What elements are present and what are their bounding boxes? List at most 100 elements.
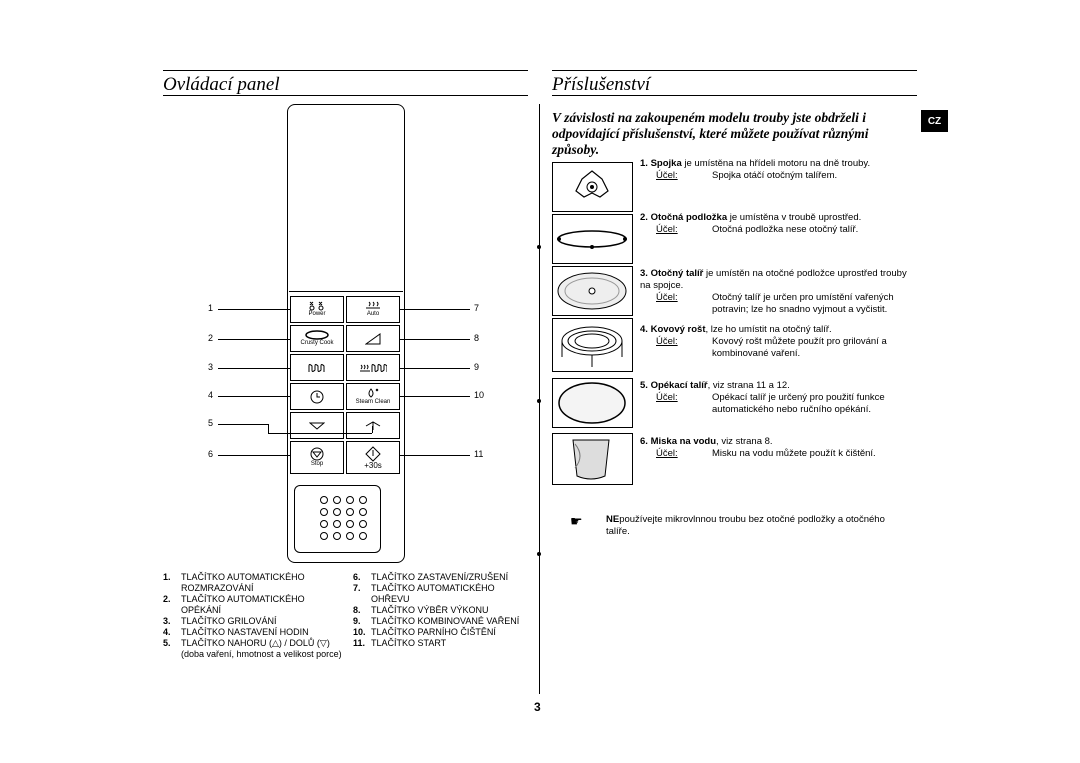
page-number: 3: [534, 700, 541, 714]
plus30s-label: +30s: [364, 461, 382, 470]
legend-text: TLAČÍTKO NASTAVENÍ HODIN: [181, 627, 309, 637]
acc-name: Otočný talíř: [650, 268, 704, 279]
legend-item: 9.TLAČÍTKO KOMBINOVANÉ VAŘENÍ: [353, 616, 533, 627]
speaker-hole: [320, 532, 328, 540]
auto-reheat-button[interactable]: Auto: [346, 296, 400, 323]
legend-num: 5.: [163, 638, 171, 648]
acc-desc: je umístěna na hřídeli motoru na dně tro…: [681, 158, 871, 169]
legend-text: TLAČÍTKO PARNÍHO ČIŠTĚNÍ: [371, 627, 496, 637]
use-text: Otočný talíř je určen pro umístění vařen…: [712, 292, 894, 315]
control-panel-title: Ovládací panel: [163, 74, 280, 95]
legend-text: TLAČÍTKO GRILOVÁNÍ: [181, 616, 277, 626]
legend-num: 4.: [163, 627, 171, 637]
acc-desc: , viz strana 8.: [716, 436, 773, 447]
combi-button[interactable]: [346, 354, 400, 381]
legend-item: 8.TLAČÍTKO VÝBĚR VÝKONU: [353, 605, 533, 616]
start-icon: [365, 446, 381, 462]
acc-name: Kovový rošt: [650, 324, 706, 335]
power-label: Power: [308, 311, 326, 317]
acc-name: Opékací talíř: [650, 380, 708, 391]
acc-name: Miska na vodu: [650, 436, 717, 447]
turntable-image: [552, 266, 633, 316]
pointing-hand-icon: ☛: [570, 513, 583, 529]
crusty-plate-icon: [558, 382, 626, 424]
legend-item: 3.TLAČÍTKO GRILOVÁNÍ: [163, 616, 343, 627]
crusty-plate-icon: [305, 330, 329, 340]
accessory-1: 1. Spojka je umístěna na hřídeli motoru …: [640, 158, 910, 182]
clock-button[interactable]: [290, 383, 344, 410]
acc-name: Spojka: [650, 158, 682, 169]
accessory-6: 6. Miska na vodu, viz strana 8. Účel:Mis…: [640, 436, 910, 460]
legend-num: 1.: [163, 572, 171, 582]
legend-text: TLAČÍTKO VÝBĚR VÝKONU: [371, 605, 489, 615]
divider-dot: [537, 399, 541, 403]
callout-10: 10: [474, 390, 485, 400]
callout-11: 11: [474, 449, 484, 459]
clock-icon: [310, 390, 324, 403]
ramp-icon: [365, 332, 381, 344]
callout-line-2: [218, 339, 290, 340]
accessory-use: Účel: Otočný talíř je určen pro umístění …: [640, 292, 910, 316]
callout-6: 6: [208, 449, 214, 459]
coupler-image: [552, 162, 633, 212]
auto-defrost-button[interactable]: Power: [290, 296, 344, 323]
use-label: Účel:: [656, 170, 678, 181]
accessory-title: 2. Otočná podložka je umístěna v troubě …: [640, 212, 910, 224]
legend-num: 10.: [353, 627, 366, 637]
accessory-4: 4. Kovový rošt, lze ho umístit na otočný…: [640, 324, 910, 360]
speaker-hole: [346, 496, 354, 504]
grill-button[interactable]: [290, 354, 344, 381]
turntable-note: NEpoužívejte mikrovlnnou troubu bez otoč…: [606, 514, 911, 538]
display-area: [289, 106, 403, 292]
accessory-title: 5. Opékací talíř, viz strana 11 a 12.: [640, 380, 910, 392]
callout-line-7: [400, 309, 470, 310]
up-arrow-icon: [365, 420, 381, 430]
legend-text: TLAČÍTKO ZASTAVENÍ/ZRUŠENÍ: [371, 572, 509, 582]
speaker-hole: [320, 520, 328, 528]
note-bold: NE: [606, 514, 620, 525]
start-button[interactable]: +30s: [346, 441, 400, 474]
callout-2: 2: [208, 333, 214, 343]
callout-1: 1: [208, 303, 214, 313]
steam-clean-button[interactable]: Steam Clean: [346, 383, 400, 410]
stop-button[interactable]: Stop: [290, 441, 344, 474]
accessory-title: 4. Kovový rošt, lze ho umístit na otočný…: [640, 324, 910, 336]
legend-text: TLAČÍTKO START: [371, 638, 447, 648]
legend-num: 6.: [353, 572, 361, 582]
legend-right: 6. TLAČÍTKO ZASTAVENÍ/ZRUŠENÍ 7. TLAČÍTKO …: [353, 572, 533, 649]
divider-dot: [537, 552, 541, 556]
acc-desc: je umístěna v troubě uprostřed.: [727, 212, 862, 223]
legend-num: 2.: [163, 594, 171, 604]
accessories-intro: V závislosti na zakoupeném modelu trouby…: [552, 110, 869, 157]
legend-num: 9.: [353, 616, 361, 626]
use-label: Účel:: [656, 448, 678, 459]
speaker-hole: [359, 508, 367, 516]
title-rule-top-right: [552, 70, 917, 71]
callout-4: 4: [208, 390, 214, 400]
callout-line-5: [218, 424, 268, 425]
speaker-hole: [333, 532, 341, 540]
water-bowl-image: [552, 433, 633, 485]
steam-auto-icon: [366, 301, 380, 309]
speaker-hole: [346, 532, 354, 540]
use-label: Účel:: [656, 292, 678, 303]
auto-label: Auto: [366, 311, 380, 317]
acc-num: 3.: [640, 268, 648, 279]
callout-5: 5: [208, 418, 214, 428]
callout-line-5-drop: [268, 424, 269, 433]
down-button[interactable]: [290, 412, 344, 439]
steam-clean-label: Steam Clean: [355, 399, 391, 405]
use-label: Účel:: [656, 392, 678, 403]
power-level-button[interactable]: [346, 325, 400, 352]
water-bowl-icon: [572, 439, 610, 480]
down-arrow-icon: [309, 422, 325, 430]
metal-rack-icon: [561, 326, 623, 367]
up-button[interactable]: [346, 412, 400, 439]
auto-crusty-button[interactable]: Crusty Cook: [290, 325, 344, 352]
accessory-use: Účel:Opékací talíř je určený pro použití…: [640, 392, 910, 416]
legend-num: 7.: [353, 583, 361, 593]
acc-num: 6.: [640, 436, 648, 447]
accessory-use: Účel:Kovový rošt můžete použít pro grilo…: [640, 336, 910, 360]
callout-9: 9: [474, 362, 480, 372]
turntable-icon: [557, 272, 627, 310]
